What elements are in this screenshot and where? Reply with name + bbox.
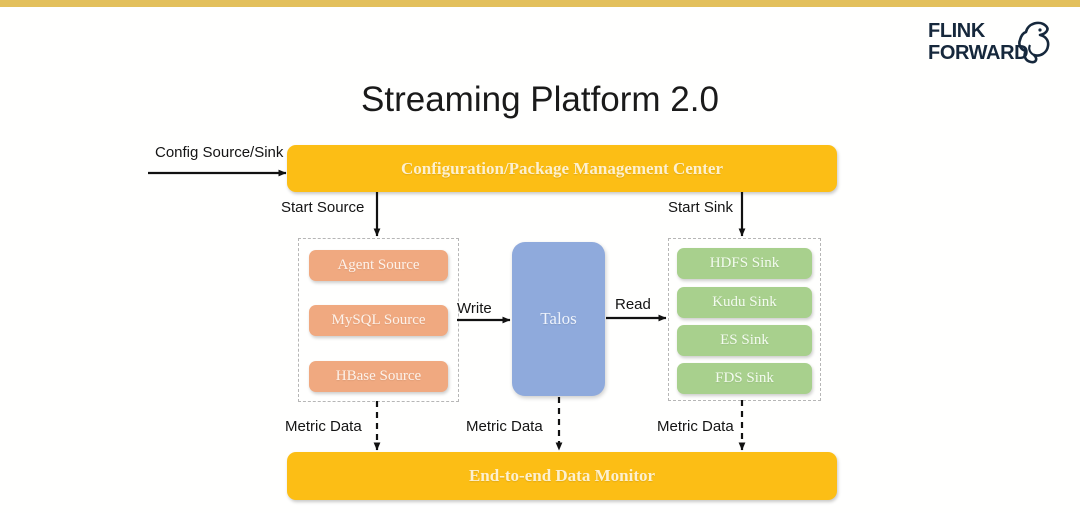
sink-item-es[interactable]: ES Sink: [677, 325, 812, 356]
sink-group-container: HDFS Sink Kudu Sink ES Sink FDS Sink: [668, 238, 821, 401]
edge-label-start-source: Start Source: [281, 199, 365, 216]
source-item-mysql[interactable]: MySQL Source: [309, 305, 448, 336]
talos-broker-node[interactable]: Talos: [512, 242, 605, 396]
configuration-package-management-center-node[interactable]: Configuration/Package Management Center: [287, 145, 837, 192]
source-item-hbase[interactable]: HBase Source: [309, 361, 448, 392]
sink-item-fds[interactable]: FDS Sink: [677, 363, 812, 394]
flink-forward-logo: FLINK FORWARD: [928, 18, 1050, 70]
source-group-container: Agent Source MySQL Source HBase Source: [298, 238, 459, 402]
edge-label-config-source-sink: Config Source/Sink: [155, 144, 284, 161]
edge-label-metric-data-source: Metric Data: [285, 418, 362, 435]
source-item-agent[interactable]: Agent Source: [309, 250, 448, 281]
top-accent-bar: [0, 0, 1080, 7]
edge-label-start-sink: Start Sink: [668, 199, 734, 216]
edge-label-write: Write: [457, 300, 492, 317]
sink-item-hdfs[interactable]: HDFS Sink: [677, 248, 812, 279]
edge-label-metric-data-talos: Metric Data: [466, 418, 543, 435]
end-to-end-data-monitor-node[interactable]: End-to-end Data Monitor: [287, 452, 837, 500]
squirrel-icon: [1018, 21, 1050, 64]
page-title: Streaming Platform 2.0: [361, 80, 719, 119]
logo-line-2: FORWARD: [928, 42, 1029, 64]
logo-line-1: FLINK: [928, 20, 985, 42]
sink-item-kudu[interactable]: Kudu Sink: [677, 287, 812, 318]
edge-label-metric-data-sink: Metric Data: [657, 418, 734, 435]
edge-label-read: Read: [615, 296, 651, 313]
logo-wordmark: FLINK FORWARD: [928, 20, 1029, 64]
